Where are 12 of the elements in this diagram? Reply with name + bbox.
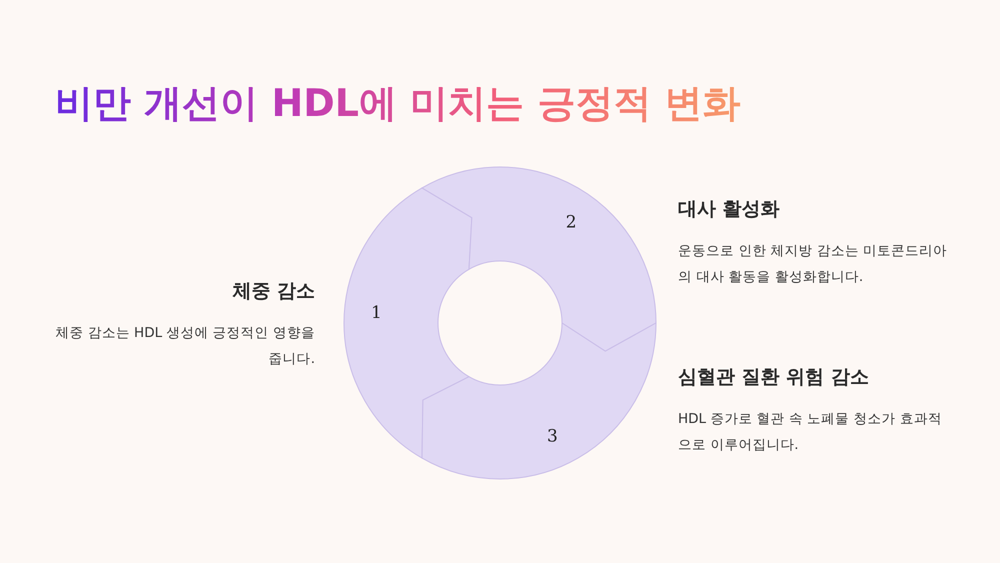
step-heading: 대사 활성화: [678, 197, 781, 222]
step-heading: 심혈관 질환 위험 감소: [678, 365, 870, 390]
ring-segment: [422, 166, 656, 352]
step-description: HDL 증가로 혈관 속 노폐물 청소가 효과적으로 이루어집니다.: [678, 410, 943, 455]
step-number: 1: [371, 303, 382, 324]
ring-segment: [422, 322, 656, 480]
step-description: 체중 감소는 HDL 생성에 긍정적인 영향을 줍니다.: [54, 324, 315, 369]
ring-segment: [344, 187, 472, 459]
step-number: 3: [547, 426, 558, 446]
step-description: 운동으로 인한 체지방 감소는 미토콘드리아의 대사 활동을 활성화합니다.: [678, 242, 948, 287]
step-number: 2: [566, 212, 577, 232]
step-heading: 체중 감소: [231, 279, 315, 304]
